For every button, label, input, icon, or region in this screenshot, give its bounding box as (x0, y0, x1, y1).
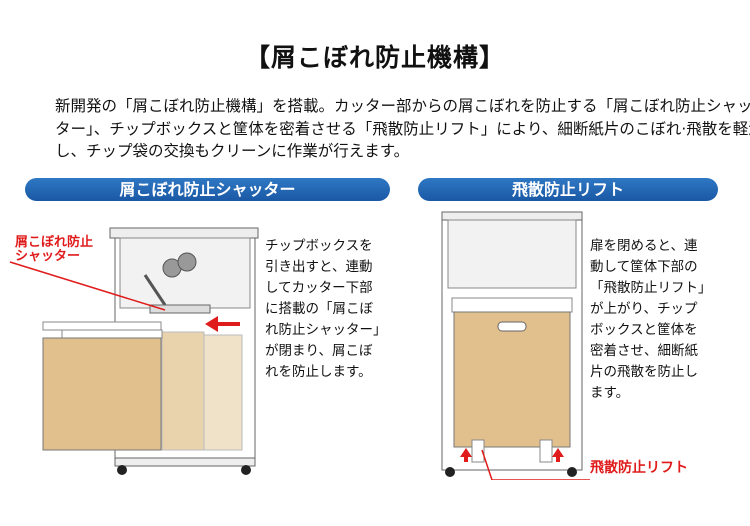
lift-callout: 飛散防止リフト (590, 460, 688, 476)
desc-line: 扉を閉めると、連 (590, 238, 698, 254)
shutter-description: チップボックスを 引き出すと、連動 してカッター下部 に搭載の「屑こぼ れ防止シ… (265, 236, 387, 383)
desc-line: が上がり、チップ (590, 301, 698, 317)
desc-line: ます。 (590, 385, 630, 401)
page-title: 【屑こぼれ防止機構】 (244, 43, 505, 72)
left-section-heading: 屑こぼれ防止シャッター (25, 178, 390, 201)
lift-description: 扉を閉めると、連 動して筐体下部の 「飛散防止リフト」 が上がり、チップ ボック… (590, 236, 712, 404)
intro-text: 新開発の「屑こぼれ防止機構」を搭載。カッター部からの屑こぼれを防止する「屑こぼれ… (55, 95, 750, 163)
desc-line: してカッター下部 (265, 280, 373, 296)
desc-line: が閉まり、屑こぼ (265, 343, 373, 359)
desc-line: チップボックスを (265, 238, 373, 254)
right-section-heading: 飛散防止リフト (418, 178, 718, 201)
desc-line: 片の飛散を防止し (590, 364, 698, 380)
desc-line: に搭載の「屑こぼ (265, 301, 373, 317)
shutter-illustration (9, 227, 259, 475)
lift-illustration (441, 211, 590, 480)
intro-line: ター」、チップボックスと筐体を密着させる「飛散防止リフト」により、細断紙片のこぼ… (55, 119, 750, 138)
desc-line: ボックスと筐体を (590, 322, 698, 338)
desc-line: 引き出すと、連動 (265, 259, 373, 275)
intro-line: し、チップ袋の交換もクリーンに作業が行えます。 (55, 142, 410, 160)
desc-line: れ防止シャッター」 (265, 322, 387, 338)
desc-line: れを防止します。 (265, 364, 372, 380)
desc-line: 動して筐体下部の (590, 259, 698, 275)
shutter-callout: 屑こぼれ防止 シャッター (15, 236, 93, 264)
callout-line: シャッター (15, 249, 81, 264)
desc-line: 密着させ、細断紙 (590, 343, 698, 359)
intro-line: 新開発の「屑こぼれ防止機構」を搭載。カッター部からの屑こぼれを防止する「屑こぼれ… (55, 97, 750, 115)
callout-line: 屑こぼれ防止 (15, 235, 94, 250)
desc-line: 「飛散防止リフト」 (590, 280, 712, 296)
